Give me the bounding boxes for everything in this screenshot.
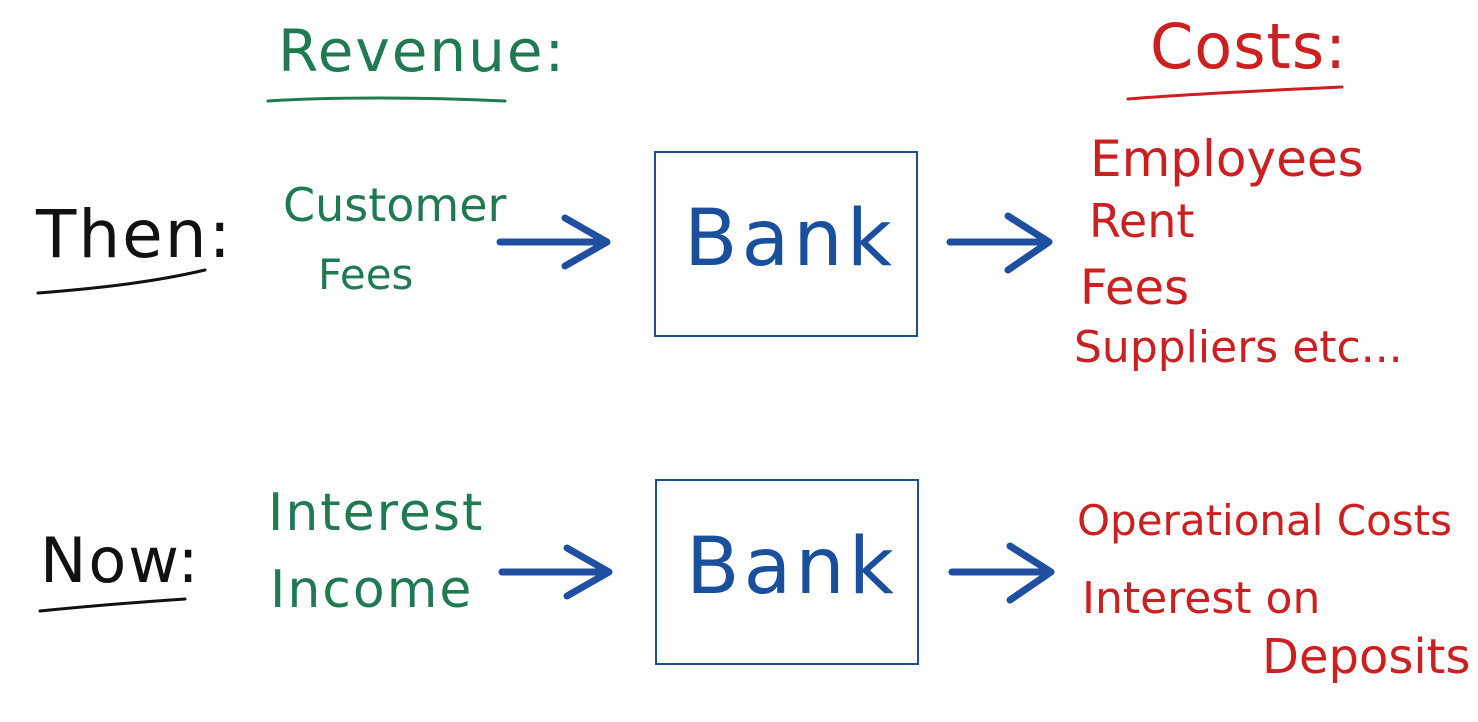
arrow-right-icon bbox=[946, 212, 1053, 274]
then-label: Then: bbox=[36, 196, 233, 273]
now-revenue-line-1: Interest bbox=[268, 483, 485, 543]
now-bank-label: Bank bbox=[686, 522, 898, 612]
then-cost-employees: Employees bbox=[1090, 130, 1364, 188]
then-revenue-line-2: Fees bbox=[318, 250, 414, 299]
now-revenue-line-2: Income bbox=[270, 560, 474, 620]
now-underline bbox=[38, 597, 187, 613]
now-label: Now: bbox=[40, 524, 201, 597]
then-cost-suppliers: Suppliers etc... bbox=[1074, 322, 1403, 373]
now-cost-operational: Operational Costs bbox=[1077, 496, 1453, 545]
revenue-underline bbox=[266, 96, 507, 103]
then-revenue-line-1: Customer bbox=[283, 178, 507, 232]
now-bank-box bbox=[655, 479, 919, 665]
arrow-right-icon bbox=[498, 544, 613, 600]
arrow-right-icon bbox=[948, 542, 1055, 604]
then-bank-box bbox=[654, 151, 918, 337]
then-cost-fees: Fees bbox=[1080, 260, 1190, 316]
revenue-header: Revenue: bbox=[278, 17, 567, 85]
now-cost-interest-on: Interest on bbox=[1082, 573, 1321, 624]
arrow-right-icon bbox=[496, 214, 611, 270]
then-cost-rent: Rent bbox=[1089, 194, 1195, 248]
now-cost-deposits: Deposits bbox=[1262, 629, 1471, 685]
costs-header: Costs: bbox=[1150, 10, 1348, 83]
costs-underline bbox=[1126, 85, 1344, 101]
then-bank-label: Bank bbox=[684, 194, 896, 284]
then-underline bbox=[36, 268, 207, 295]
